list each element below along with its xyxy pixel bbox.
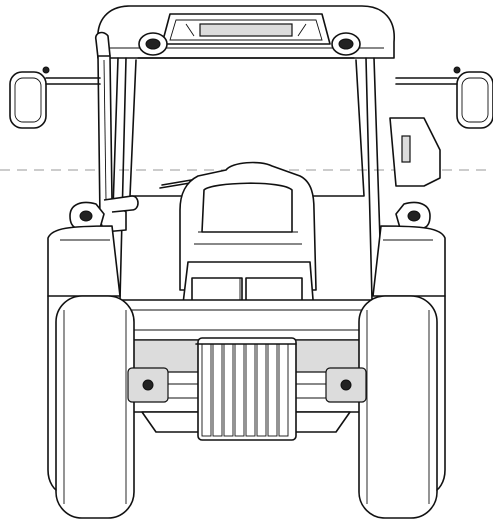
fender-left [47,225,121,297]
headlight-right [395,201,431,229]
roof-work-light-right [331,32,361,56]
headlight-left [69,201,105,229]
front-tyre-right [358,295,438,519]
fender-right [372,225,446,297]
engine-hood [179,161,317,322]
side-reflector-right [389,117,441,187]
front-hub-right [325,367,367,403]
front-tyre-left [55,295,135,519]
exhaust-stack [94,31,139,233]
cab-roof [97,5,395,59]
roof-work-light-left [138,32,168,56]
front-ballast-weights [195,337,297,441]
rear-tyre-left [47,295,57,491]
front-hub-left [127,367,169,403]
mirror-left [9,66,101,129]
rear-tyre-right [436,295,446,491]
mirror-right [395,66,493,129]
